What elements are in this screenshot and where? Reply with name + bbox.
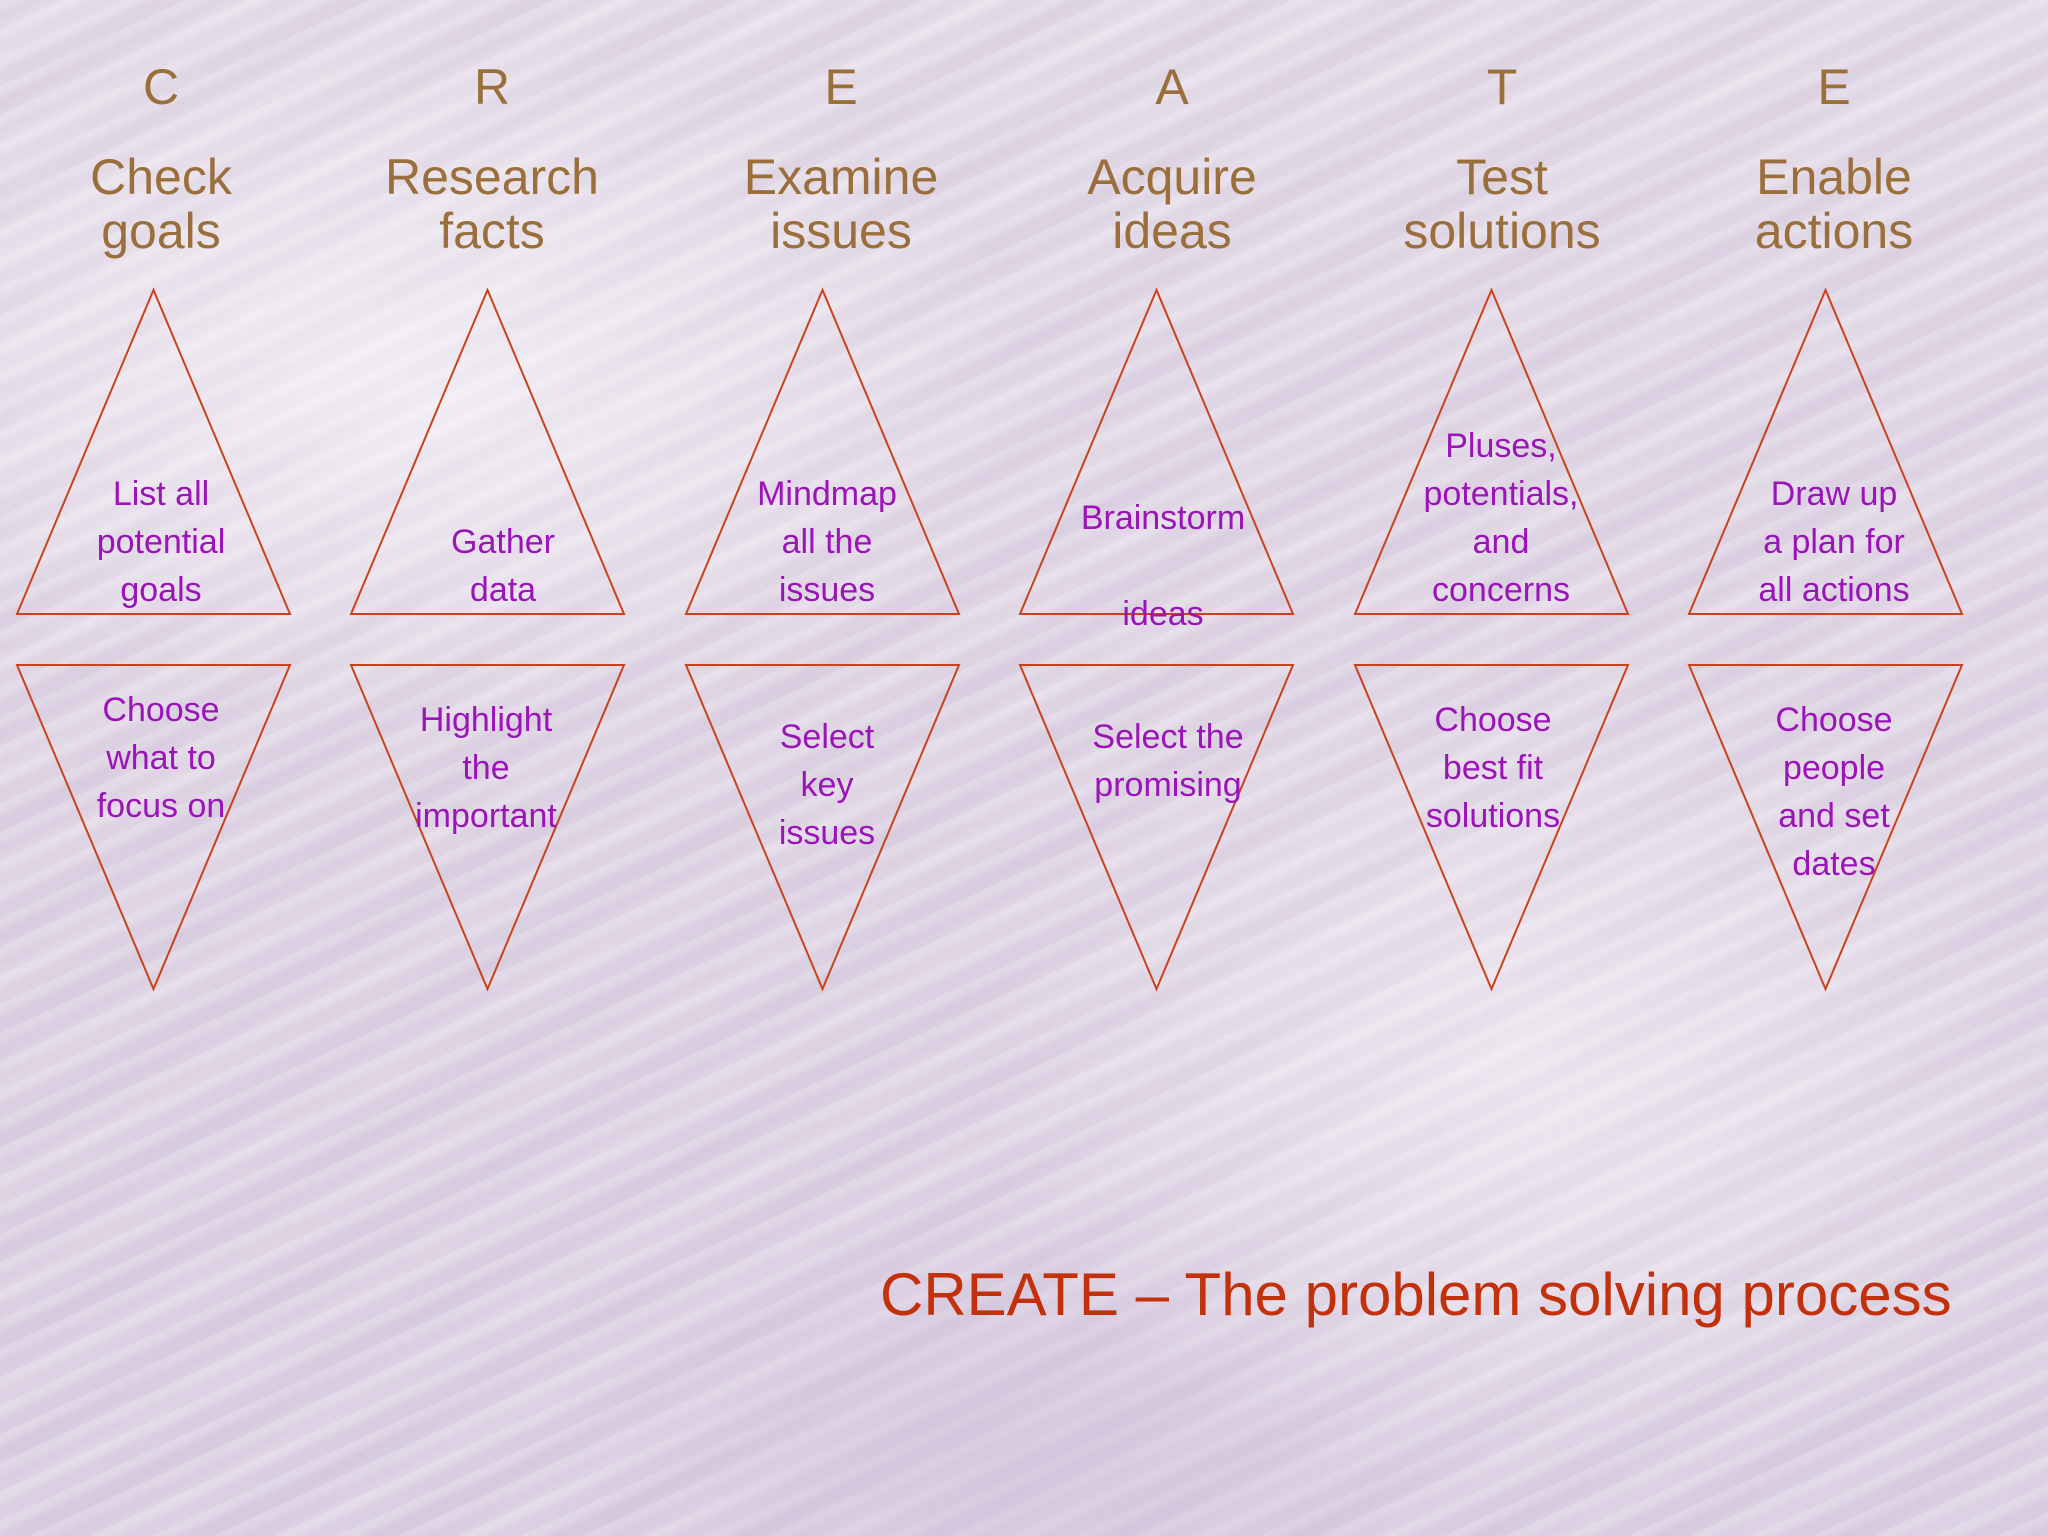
column-title-line2: goals (101, 203, 221, 259)
column-letter-t: T (1486, 59, 1518, 115)
down-triangle-text-check: Choose what to focus on (96, 691, 226, 825)
down-triangle-acquire (1018, 664, 1295, 992)
up-triangle-check (15, 287, 292, 615)
up-triangle-text-check: List all potential goals (96, 475, 226, 609)
up-triangle-examine (684, 287, 961, 615)
up-triangle-text-examine: Mindmap all the issues (757, 475, 897, 609)
up-triangle-acquire (1018, 287, 1295, 615)
down-triangle-enable (1687, 664, 1964, 992)
column-title-line1: Research (385, 149, 599, 205)
down-triangle-text-test: Choose best fit solutions (1425, 701, 1561, 835)
column-title-examine-issues: Examine issues (691, 150, 991, 258)
column-title-line1: Acquire (1087, 149, 1257, 205)
column-title-line2: facts (439, 203, 545, 259)
column-letter-e2: E (1817, 59, 1851, 115)
column-title-line2: solutions (1403, 203, 1601, 259)
column-title-line1: Test (1456, 149, 1548, 205)
column-title-check-goals: Check goals (11, 150, 311, 258)
column-letter-r: R (473, 59, 511, 115)
column-letter-e: E (824, 59, 858, 115)
column-title-line2: actions (1754, 203, 1914, 259)
column-title-acquire-ideas: Acquire ideas (1022, 150, 1322, 258)
down-triangle-text-enable: Choose people and set dates (1775, 701, 1893, 883)
down-triangle-research (349, 664, 626, 992)
up-triangle-text-enable: Draw up a plan for all actions (1758, 475, 1910, 609)
column-title-research-facts: Research facts (342, 150, 642, 258)
down-triangle-examine (684, 664, 961, 992)
up-triangle-enable (1687, 287, 1964, 615)
down-triangle-text-examine: Select key issues (778, 718, 876, 852)
column-letter-c: C (142, 59, 180, 115)
up-triangle-text-test: Pluses, potentials, and concerns (1423, 427, 1579, 609)
down-triangle-test (1353, 664, 1630, 992)
down-triangle-text-research: Highlight the important (415, 701, 557, 835)
column-title-test-solutions: Test solutions (1352, 150, 1652, 258)
column-letter-a: A (1155, 59, 1189, 115)
slide-title: CREATE – The problem solving process (880, 1261, 1952, 1328)
column-title-line2: issues (770, 203, 912, 259)
column-title-line1: Enable (1756, 149, 1912, 205)
column-title-line1: Examine (743, 149, 939, 205)
down-triangle-check (15, 664, 292, 992)
up-triangle-text-research: Gather data (451, 523, 555, 609)
down-triangle-text-acquire: Select the promising (1092, 718, 1244, 804)
up-triangle-test (1353, 287, 1630, 615)
column-title-line2: ideas (1112, 203, 1232, 259)
column-title-enable-actions: Enable actions (1684, 150, 1984, 258)
up-triangle-text-acquire: Brainstorm ideas (1080, 499, 1246, 633)
column-title-line1: Check (90, 149, 232, 205)
up-triangle-research (349, 287, 626, 615)
